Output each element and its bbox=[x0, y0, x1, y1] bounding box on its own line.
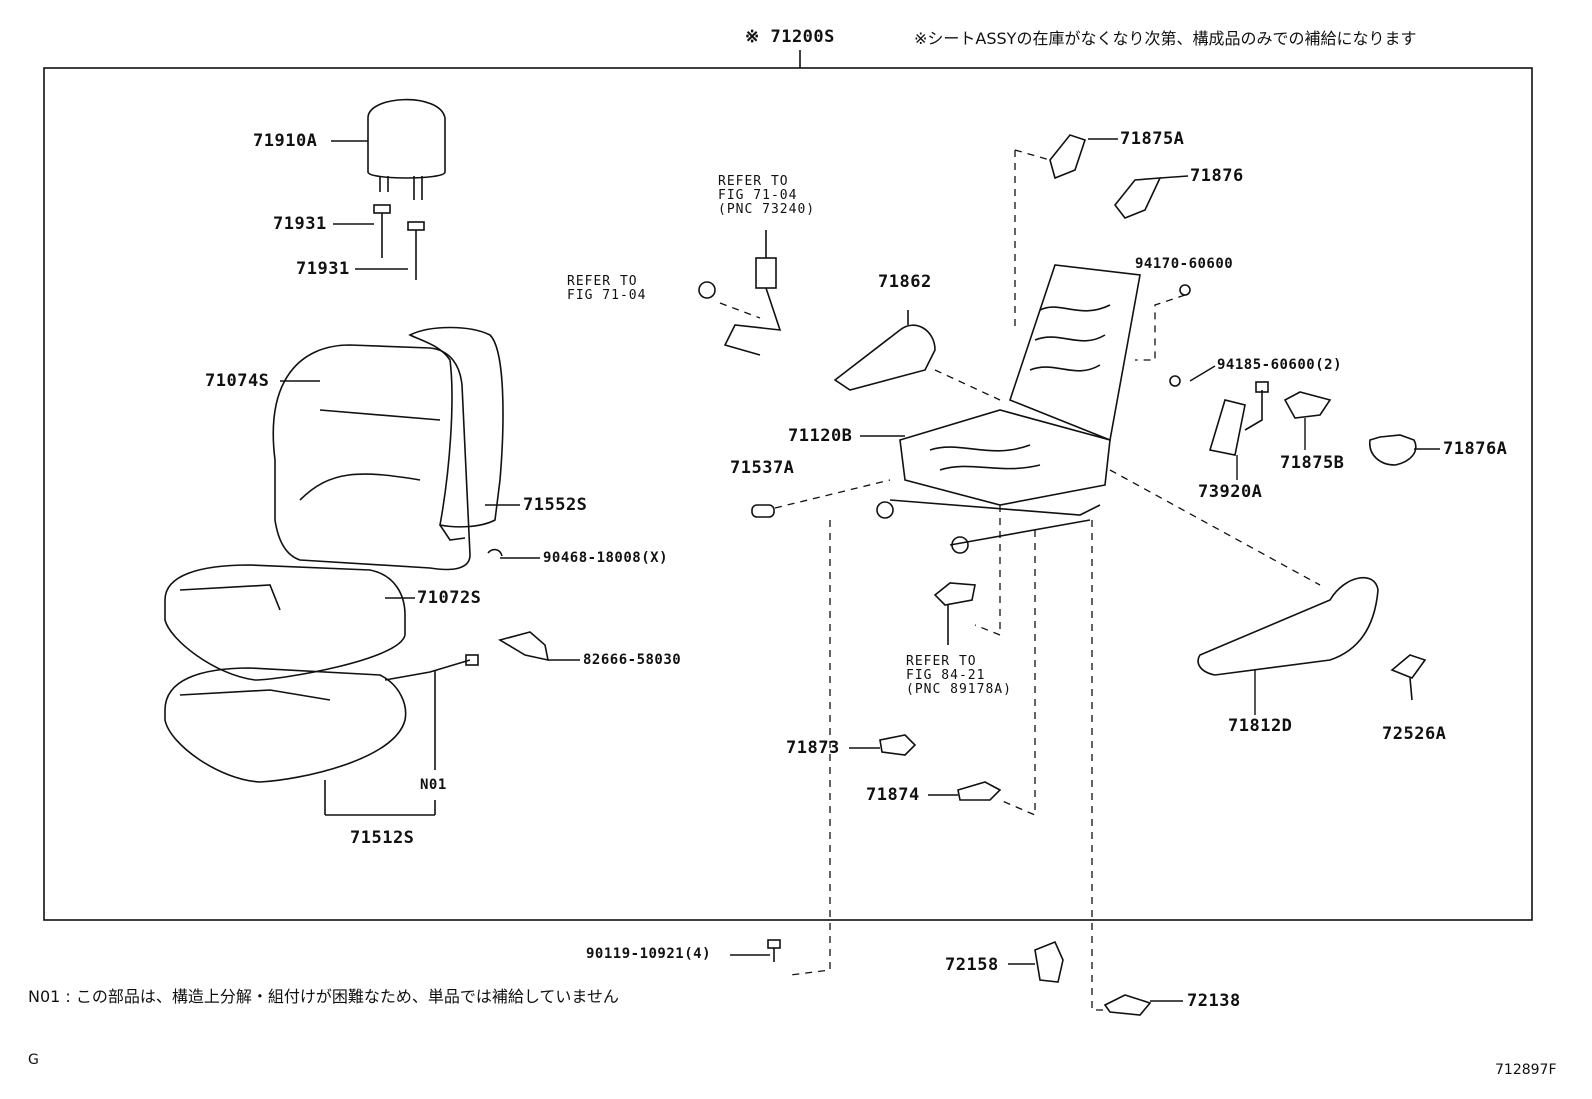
part-label-71072S[interactable]: 71072S bbox=[417, 588, 482, 608]
part-label-71537A[interactable]: 71537A bbox=[730, 458, 795, 478]
refer-to-belt-anchor[interactable]: REFER TO FIG 71-04 bbox=[567, 274, 647, 303]
part-label-94185-60600[interactable]: 94185-60600(2) bbox=[1217, 357, 1343, 373]
part-label-71875B[interactable]: 71875B bbox=[1280, 453, 1345, 473]
part-label-71874[interactable]: 71874 bbox=[866, 785, 920, 805]
part-label-71812D[interactable]: 71812D bbox=[1228, 716, 1293, 736]
part-label-71910A[interactable]: 71910A bbox=[253, 131, 318, 151]
part-label-71875A[interactable]: 71875A bbox=[1120, 129, 1185, 149]
figure-id: 712897F bbox=[1495, 1062, 1557, 1078]
headrest-drawing bbox=[367, 98, 446, 200]
side-cover-drawing bbox=[833, 324, 936, 391]
part-label-71931-lower[interactable]: 71931 bbox=[296, 259, 350, 279]
assembly-frame bbox=[43, 67, 1533, 921]
part-label-72526A[interactable]: 72526A bbox=[1382, 724, 1447, 744]
part-label-71873[interactable]: 71873 bbox=[786, 738, 840, 758]
part-label-90119-10921[interactable]: 90119-10921(4) bbox=[586, 946, 712, 962]
part-label-71120B[interactable]: 71120B bbox=[788, 426, 853, 446]
corner-mark: G bbox=[28, 1052, 39, 1068]
part-label-71876[interactable]: 71876 bbox=[1190, 166, 1244, 186]
headrest-guide-drawing bbox=[373, 204, 425, 280]
seat-cushion-pad-drawing bbox=[164, 667, 407, 783]
refer-to-occupant-sensor[interactable]: REFER TO FIG 84-21 (PNC 89178A) bbox=[906, 654, 1012, 697]
seatback-cover-drawing bbox=[272, 344, 471, 571]
part-label-71512S[interactable]: 71512S bbox=[350, 828, 415, 848]
part-label-90468-18008[interactable]: 90468-18008(X) bbox=[543, 550, 669, 566]
part-label-N01[interactable]: N01 bbox=[420, 777, 447, 793]
part-label-72158[interactable]: 72158 bbox=[945, 955, 999, 975]
assembly-supply-note: ※シートASSYの在庫がなくなり次第、構成品のみでの補給になります bbox=[914, 29, 1417, 48]
part-label-71552S[interactable]: 71552S bbox=[523, 495, 588, 515]
refer-to-seat-belt[interactable]: REFER TO FIG 71-04 (PNC 73240) bbox=[718, 174, 816, 217]
part-label-82666-58030[interactable]: 82666-58030 bbox=[583, 652, 682, 668]
part-label-71862[interactable]: 71862 bbox=[878, 272, 932, 292]
part-label-71931-upper[interactable]: 71931 bbox=[273, 214, 327, 234]
seat-cushion-cover-drawing bbox=[164, 564, 406, 681]
part-label-94170-60600[interactable]: 94170-60600 bbox=[1135, 256, 1234, 272]
side-airbag-drawing bbox=[1208, 399, 1246, 456]
part-label-71876A[interactable]: 71876A bbox=[1443, 439, 1508, 459]
part-label-71074S[interactable]: 71074S bbox=[205, 371, 270, 391]
assembly-part-number: ※ 71200S bbox=[745, 27, 835, 47]
shield-drawing bbox=[1197, 576, 1379, 676]
seatback-pad-drawing bbox=[408, 326, 504, 528]
seat-frame-drawing bbox=[876, 264, 1141, 554]
n01-supply-note: N01 : この部品は、構造上分解・組付けが困難なため、単品では補給していません bbox=[28, 987, 619, 1006]
part-label-72138[interactable]: 72138 bbox=[1187, 991, 1241, 1011]
part-label-73920A[interactable]: 73920A bbox=[1198, 482, 1263, 502]
